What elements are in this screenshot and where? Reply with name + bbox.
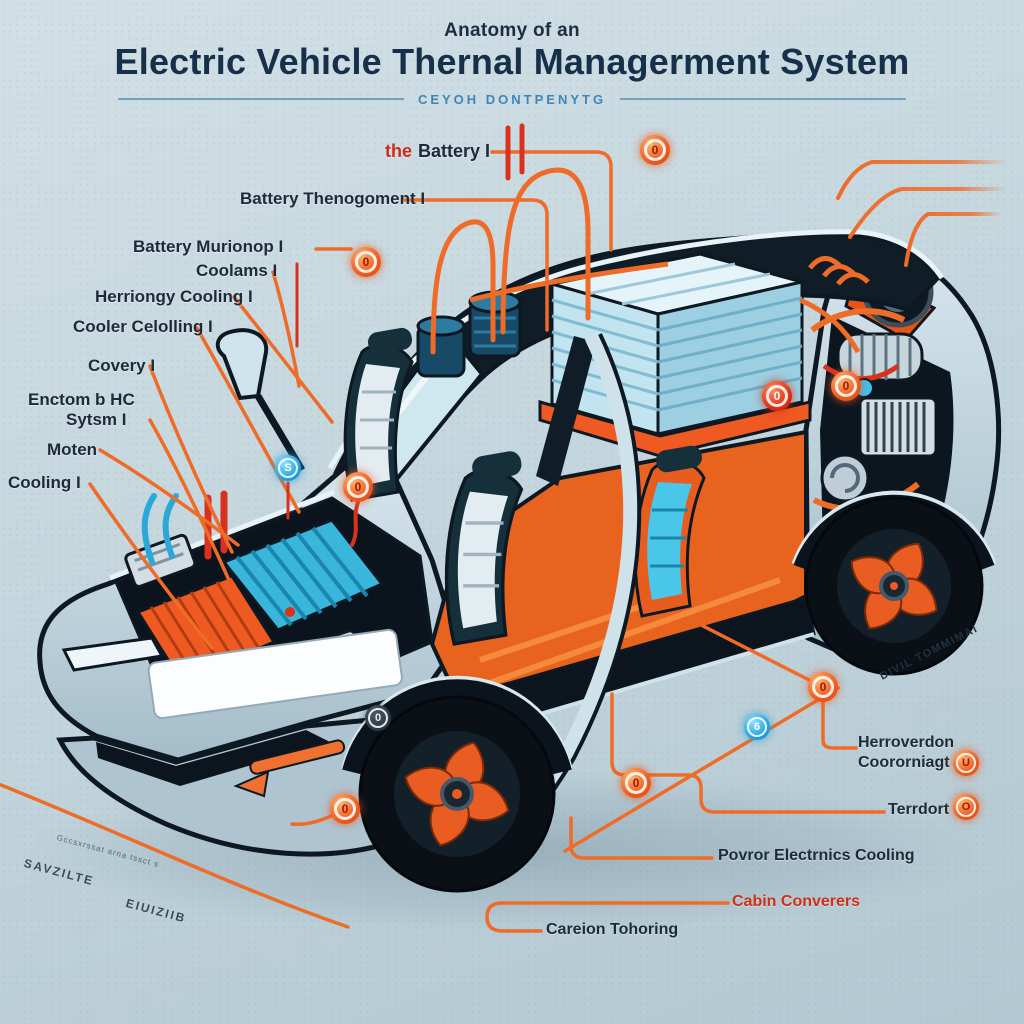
line-the-battery <box>490 150 613 252</box>
marker-badge-dark: 0 <box>365 705 391 731</box>
label-battery-murionop: Battery Murionop I <box>133 237 284 256</box>
label-herroverdon: Herroverdon Coororniagt <box>858 734 955 771</box>
fog-light-slit <box>249 739 346 775</box>
line-herroverdon-diag <box>701 624 823 688</box>
bumper-orange-accent <box>233 770 270 798</box>
b-pillar <box>536 336 596 486</box>
subtitle-text: CEYOH DONTPENYTG <box>417 91 607 107</box>
label-terrdort: Terrdort <box>888 801 950 818</box>
marker-badge-seat: 0 <box>343 472 373 502</box>
marker-badge-terrdort: O <box>953 794 979 820</box>
motor-cylinder <box>836 332 924 382</box>
label-battery-thenogoment: Battery Thenogoment I <box>240 189 426 208</box>
line-cooler <box>195 326 301 514</box>
label-cooling: Cooling I <box>8 473 81 492</box>
hairpin-2 <box>430 219 496 355</box>
label-coolams: Coolams I <box>196 261 278 280</box>
seat-front-near <box>444 451 524 646</box>
seat-front-far <box>343 327 414 502</box>
line-ground-left <box>0 782 350 929</box>
label-covery: Covery I <box>88 356 156 375</box>
line-terrdort <box>610 692 886 814</box>
divider-line-left <box>118 98 404 100</box>
red-pipes-top <box>505 123 525 181</box>
car-illustration <box>37 229 1002 893</box>
label-cabin-converers: Cabin Converers <box>732 893 861 910</box>
hairpin-1 <box>500 167 591 335</box>
title-kicker: Anatomy of an <box>444 20 580 41</box>
marker-badge-roof: 0 <box>640 135 670 165</box>
cabin-cable-orange <box>469 261 669 303</box>
license-plate <box>147 628 403 720</box>
marker-badge-murionop: 0 <box>351 247 381 277</box>
line-covery <box>148 364 234 554</box>
label-the-battery-prefix: the <box>385 141 412 161</box>
rear-wheel <box>791 490 997 676</box>
label-enctom-hc-system: Enctom b HC Sytsm I <box>28 390 135 429</box>
leader-lines <box>0 123 886 933</box>
label-povror-electronics-cooling: Povror Electrnics Cooling <box>718 847 915 864</box>
line-moten <box>98 448 240 547</box>
label-cooler-celolling: Cooler Celolling I <box>73 317 213 336</box>
marker-badge-dash: S <box>275 455 301 481</box>
side-mirror <box>215 328 306 472</box>
marker-badge-under-door: 0 <box>621 768 651 798</box>
marker-badge-herroverdon: U <box>953 750 979 776</box>
line-diag-right <box>563 686 840 853</box>
line-coolams <box>271 270 301 388</box>
marker-badge-blue-sill: 6 <box>744 714 770 740</box>
page-title: Electric Vehicle Thernal Managerment Sys… <box>114 41 910 82</box>
marker-badge-rear-red: 0 <box>762 381 792 411</box>
line-cabin-careion <box>485 901 730 933</box>
line-herriongy <box>232 295 334 424</box>
front-wheel <box>341 675 573 893</box>
blue-hoses <box>141 493 179 565</box>
marker-badge-rear-roof: 0 <box>831 371 861 401</box>
line-povror <box>569 816 714 860</box>
seat-rear <box>633 445 706 618</box>
line-herroverdon <box>821 698 858 750</box>
subtitle-divider: CEYOH DONTPENYTG <box>118 90 906 108</box>
marker-badge-bumper: 0 <box>330 794 360 824</box>
compressor <box>820 453 870 503</box>
marker-badge-rear-sill: 0 <box>808 672 838 702</box>
badge-tail-1 <box>350 500 360 547</box>
label-careion-tohoring: Careion Tohoring <box>546 921 679 938</box>
divider-line-right <box>620 98 906 100</box>
red-hoses <box>204 490 228 560</box>
fading-lines <box>836 160 1010 267</box>
label-herriongy-cooling: Herriongy Cooling I <box>95 287 253 306</box>
label-moten: Moten <box>47 440 98 459</box>
line-enctom <box>148 418 230 580</box>
line-thenogoment <box>402 198 549 332</box>
badge-tail-3 <box>290 813 335 827</box>
line-cooling <box>88 482 214 650</box>
rear-pipe-orange <box>810 308 906 333</box>
headlight <box>61 636 165 672</box>
